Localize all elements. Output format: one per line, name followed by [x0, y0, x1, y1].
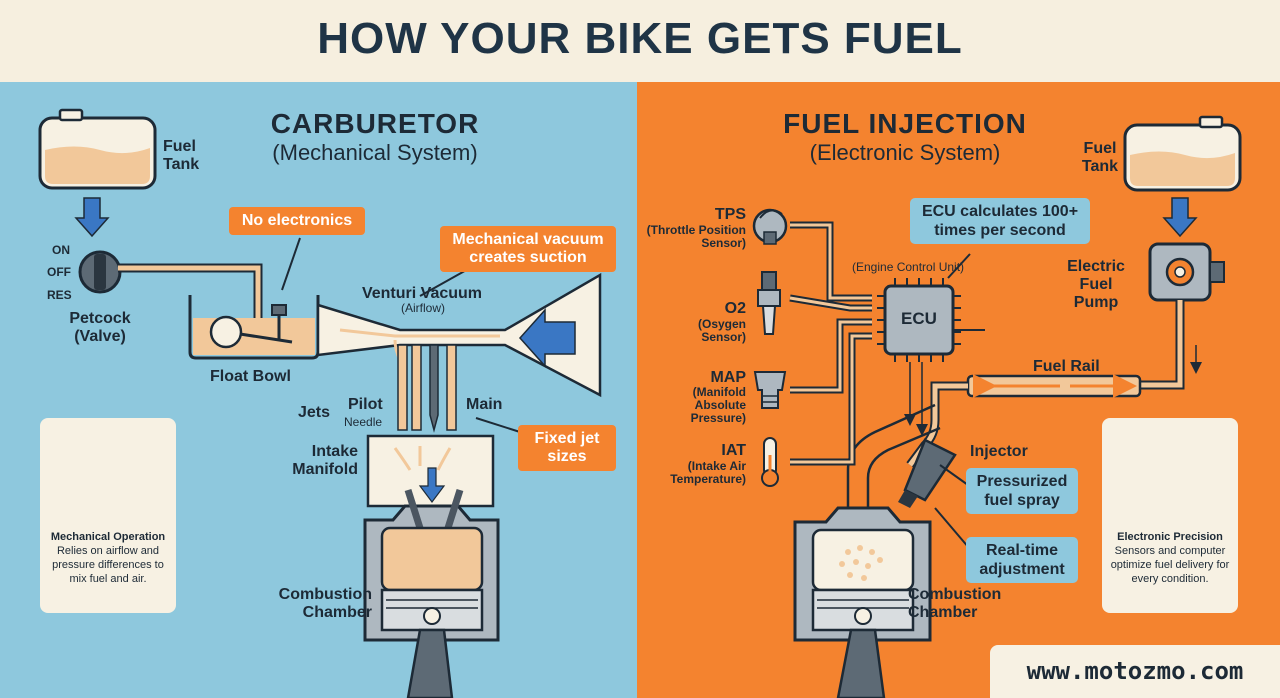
electric-fuel-pump-icon	[1148, 242, 1225, 302]
injection-heading: FUEL INJECTION (Electronic System)	[750, 108, 1060, 166]
electronic-precision-text: Electronic Precision Sensors and compute…	[1108, 530, 1232, 586]
efi-combustion-label: Combustion Chamber	[908, 586, 1002, 621]
iat-sensor-icon	[761, 437, 779, 487]
mechanical-operation-body: Relies on airflow and pressure differenc…	[52, 545, 164, 585]
intake-manifold-icon	[366, 434, 495, 508]
efi-cylinder-icon	[793, 506, 932, 698]
injector-icon	[898, 438, 957, 508]
o2-description: (Osygen Sensor)	[697, 317, 746, 344]
tps-description: (Throttle Position Sensor)	[646, 223, 746, 250]
carb-combustion-label: Combustion Chamber	[278, 586, 372, 621]
carb-callout-connectors	[281, 237, 521, 433]
ecu-unit-label: (Engine Control Unit)	[852, 260, 965, 274]
fuel-rail-label: Fuel Rail	[1033, 358, 1100, 375]
efi-fuel-tank-icon	[1123, 115, 1242, 192]
mechanical-operation-title: Mechanical Operation	[50, 531, 166, 543]
callout-no-electronics: No electronics	[229, 207, 365, 235]
electronic-precision-body: Sensors and computer optimize fuel deliv…	[1110, 545, 1230, 585]
tps-label: TPS	[714, 206, 746, 223]
injection-subtitle: (Electronic System)	[809, 140, 1001, 165]
footer-url[interactable]: www.motozmo.com	[1026, 657, 1244, 685]
callout-fixed-jet: Fixed jet sizes	[518, 425, 616, 471]
footer-badge: www.motozmo.com	[990, 645, 1280, 698]
callout-pressurized-spray: Pressurized fuel spray	[966, 468, 1078, 514]
tank-to-petcock-arrow	[74, 197, 110, 238]
jets-label: Jets	[298, 404, 331, 421]
o2-label: O2	[724, 300, 746, 317]
callout-mechanical-vacuum: Mechanical vacuum creates suction	[440, 226, 616, 272]
petcock-res-label: RES	[47, 288, 72, 302]
electronic-precision-card: Electronic Precision Sensors and compute…	[1102, 418, 1238, 613]
fuel-supply-line	[1140, 300, 1202, 390]
pilot-label: Pilot	[348, 396, 383, 413]
tank-to-pump-arrow	[1162, 197, 1198, 238]
injector-label: Injector	[970, 443, 1028, 460]
fuel-pump-label: Electric Fuel Pump	[1067, 258, 1125, 311]
float-bowl-label: Float Bowl	[210, 368, 291, 385]
o2-sensor-icon	[757, 271, 781, 335]
carb-fuel-tank-label: Fuel Tank	[163, 138, 200, 173]
petcock-label: Petcock (Valve)	[69, 310, 131, 345]
needle-label: Needle	[344, 415, 383, 429]
carburetor-subtitle: (Mechanical System)	[272, 140, 478, 165]
mechanical-operation-text: Mechanical Operation Relies on airflow a…	[46, 530, 170, 586]
carb-cylinder-icon	[363, 488, 500, 698]
injection-title: FUEL INJECTION	[783, 108, 1027, 139]
tps-sensor-icon	[752, 208, 788, 245]
carburetor-heading: CARBURETOR (Mechanical System)	[220, 108, 530, 166]
main-jet-label: Main	[466, 396, 503, 413]
ecu-chip-icon	[877, 278, 985, 436]
petcock-on-label: ON	[52, 243, 70, 257]
map-sensor-icon	[753, 371, 787, 409]
main-title: HOW YOUR BIKE GETS FUEL	[317, 14, 963, 63]
map-label: MAP	[710, 369, 746, 386]
carb-fuel-tank-icon	[38, 108, 157, 190]
efi-fuel-tank-label: Fuel Tank	[1081, 140, 1119, 175]
callout-realtime-adjustment: Real-time adjustment	[966, 537, 1078, 583]
intake-manifold-label: Intake Manifold	[292, 443, 358, 478]
iat-label: IAT	[721, 442, 746, 459]
carb-fuel-line	[118, 263, 263, 322]
venturi-body-icon	[316, 272, 602, 398]
venturi-airflow-label: (Airflow)	[401, 301, 445, 315]
callout-ecu-calculates: ECU calculates 100+ times per second	[910, 198, 1090, 244]
electronic-precision-title: Electronic Precision	[1117, 531, 1223, 543]
carburetor-title: CARBURETOR	[270, 108, 480, 139]
title-band	[0, 0, 1280, 82]
mechanical-operation-card: Mechanical Operation Relies on airflow a…	[40, 418, 176, 613]
ecu-label: ECU	[901, 309, 937, 328]
airflow-arrow	[518, 308, 576, 368]
float-bowl-icon	[188, 295, 320, 360]
petcock-valve-icon	[78, 250, 122, 294]
petcock-off-label: OFF	[47, 265, 71, 279]
carb-jets-icon	[397, 344, 457, 433]
venturi-label: Venturi Vacuum	[361, 285, 483, 302]
iat-description: (Intake Air Temperature)	[670, 459, 746, 486]
sensor-wires	[789, 221, 872, 466]
map-description: (Manifold Absolute Pressure)	[690, 385, 746, 425]
